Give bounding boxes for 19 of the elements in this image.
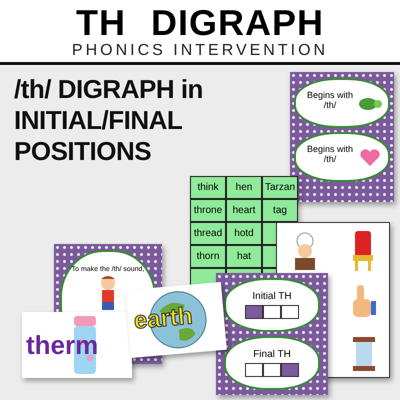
card-text: Final TH bbox=[253, 349, 291, 360]
word-cell: thorn bbox=[190, 245, 226, 268]
word-cell: hotd bbox=[226, 222, 262, 245]
word-cell: thread bbox=[190, 222, 226, 245]
word-cell: Tarzan bbox=[262, 176, 298, 199]
card-word: earth bbox=[132, 302, 194, 336]
title-heading: TH DIGRAPH bbox=[75, 2, 325, 44]
card-text: Initial TH bbox=[252, 291, 292, 302]
word-cell: throne bbox=[190, 199, 226, 222]
card-word: therm bbox=[26, 330, 98, 361]
word-cell: hen bbox=[226, 176, 262, 199]
headline: /th/ DIGRAPH in INITIAL/FINAL POSITIONS bbox=[14, 74, 204, 167]
card-text: Begins with /th/ bbox=[306, 90, 354, 110]
subtitle: PHONICS INTERVENTION bbox=[70, 42, 330, 60]
word-cell: heart bbox=[226, 199, 262, 222]
card-text: Begins with /th/ bbox=[306, 144, 354, 164]
word-cell: hat bbox=[226, 245, 262, 268]
word-cell: tag bbox=[262, 199, 298, 222]
word-cell: think bbox=[190, 176, 226, 199]
